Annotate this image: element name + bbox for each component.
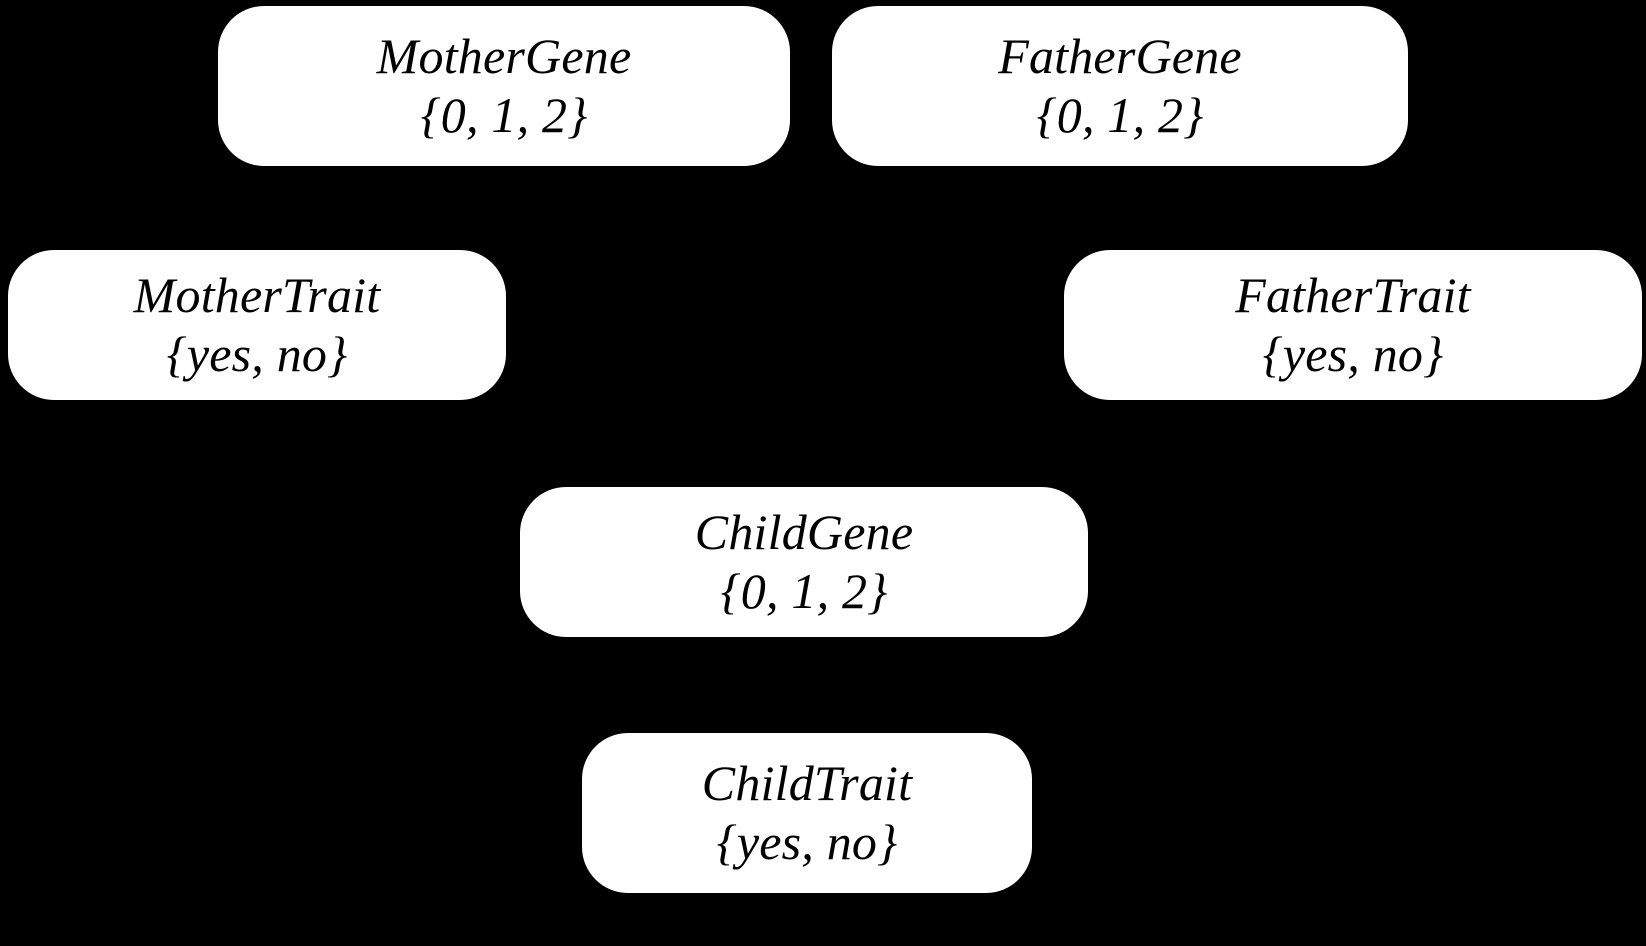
node-father-trait-label: FatherTrait [1235,267,1471,323]
node-father-gene-domain: {0, 1, 2} [1036,87,1204,143]
node-father-trait-domain: {yes, no} [1262,326,1444,382]
node-mother-trait-label: MotherTrait [133,267,381,323]
node-mother-gene-label: MotherGene [376,28,632,84]
node-father-gene[interactable]: FatherGene {0, 1, 2} [832,6,1408,166]
node-mother-trait-domain: {yes, no} [166,326,348,382]
node-mother-gene[interactable]: MotherGene {0, 1, 2} [218,6,790,166]
node-father-trait[interactable]: FatherTrait {yes, no} [1064,250,1642,400]
node-child-trait-domain: {yes, no} [716,814,898,870]
node-child-trait-label: ChildTrait [701,755,913,811]
node-mother-gene-domain: {0, 1, 2} [420,87,588,143]
node-mother-trait[interactable]: MotherTrait {yes, no} [8,250,506,400]
node-child-trait[interactable]: ChildTrait {yes, no} [582,733,1032,893]
node-child-gene[interactable]: ChildGene {0, 1, 2} [520,487,1088,637]
node-father-gene-label: FatherGene [998,28,1242,84]
node-child-gene-label: ChildGene [694,504,914,560]
node-child-gene-domain: {0, 1, 2} [720,563,888,619]
